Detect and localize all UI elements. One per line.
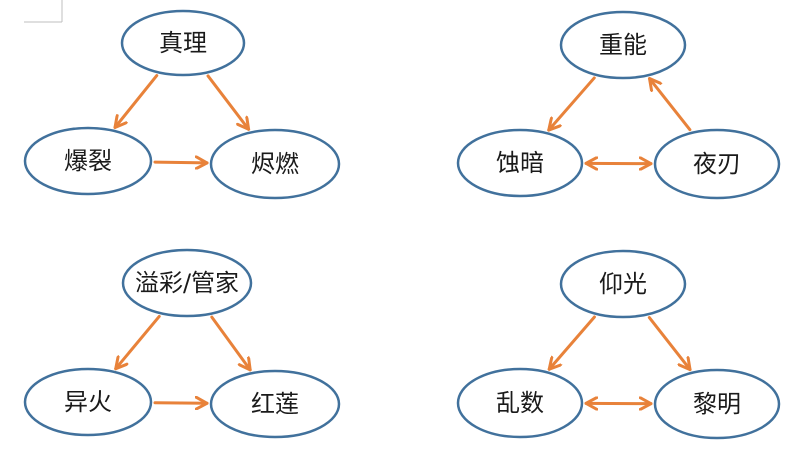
arrow-yicai-honglian bbox=[210, 315, 252, 372]
node-ellipse bbox=[121, 248, 253, 318]
node-ellipse bbox=[456, 367, 584, 439]
node-yeren: 夜刃 bbox=[653, 128, 781, 200]
node-label: 重能 bbox=[599, 31, 647, 59]
node-zhenli: 真理 bbox=[120, 9, 246, 77]
node-label: 乱数 bbox=[496, 389, 544, 417]
node-liming: 黎明 bbox=[653, 368, 781, 440]
arrow-zhenli-jinran bbox=[206, 74, 251, 131]
node-ellipse bbox=[559, 10, 687, 80]
node-ellipse bbox=[653, 128, 781, 200]
node-label: 异火 bbox=[64, 388, 112, 416]
node-label: 黎明 bbox=[693, 390, 741, 418]
node-shian: 蚀暗 bbox=[456, 128, 584, 198]
node-honglian: 红莲 bbox=[209, 369, 341, 439]
arrow-zhongneng-shian bbox=[547, 76, 596, 132]
node-label: 仰光 bbox=[599, 270, 647, 298]
node-label: 蚀暗 bbox=[496, 149, 544, 177]
node-label: 溢彩/管家 bbox=[135, 269, 239, 297]
node-label: 爆裂 bbox=[64, 147, 112, 175]
node-ellipse bbox=[209, 128, 341, 200]
node-zhongneng: 重能 bbox=[559, 10, 687, 80]
node-ellipse bbox=[209, 369, 341, 439]
node-ellipse bbox=[653, 368, 781, 440]
node-yicai: 溢彩/管家 bbox=[121, 248, 253, 318]
node-label: 夜刃 bbox=[693, 150, 741, 178]
arrow-yangguang-luanshu bbox=[547, 315, 596, 371]
node-label: 红莲 bbox=[251, 390, 299, 418]
node-ellipse bbox=[559, 249, 687, 319]
arrow-baolie-jinran bbox=[153, 162, 209, 163]
node-ellipse bbox=[120, 9, 246, 77]
arrow-yicai-yihuo bbox=[116, 314, 161, 371]
arrow-zhenli-baolie bbox=[113, 74, 159, 129]
node-ellipse bbox=[456, 128, 584, 198]
arrow-yeren-zhongneng bbox=[648, 77, 692, 132]
node-ellipse bbox=[23, 126, 153, 196]
node-yihuo: 异火 bbox=[23, 367, 153, 437]
node-label: 真理 bbox=[159, 29, 207, 57]
node-label: 烬燃 bbox=[251, 150, 299, 178]
node-ellipse bbox=[23, 367, 153, 437]
node-luanshu: 乱数 bbox=[456, 367, 584, 439]
node-jinran: 烬燃 bbox=[209, 128, 341, 200]
arrow-yihuo-honglian bbox=[153, 403, 209, 404]
page-corner-mark bbox=[24, 0, 63, 23]
arrow-yangguang-liming bbox=[647, 316, 692, 372]
node-baolie: 爆裂 bbox=[23, 126, 153, 196]
node-yangguang: 仰光 bbox=[559, 249, 687, 319]
